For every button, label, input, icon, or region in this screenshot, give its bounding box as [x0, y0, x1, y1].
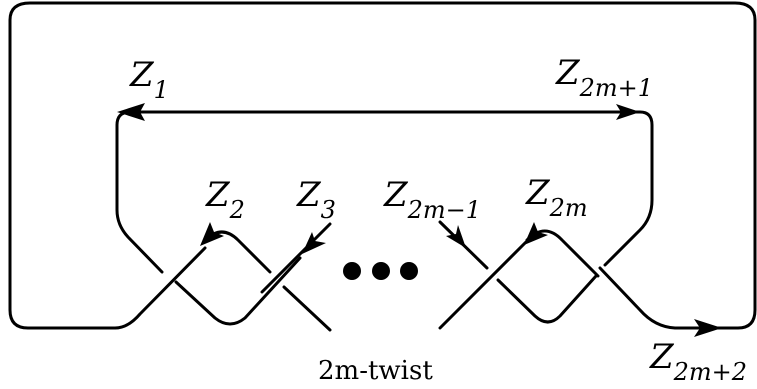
arrow-z1-icon — [117, 103, 145, 121]
arrow-z2m2-icon — [694, 319, 722, 337]
arrow-z2m1-icon — [616, 104, 640, 120]
label-z2m2: Z2m+2 — [650, 337, 748, 386]
strand-left-exit — [282, 285, 332, 332]
strand-z2m2 — [598, 266, 722, 330]
caption-twist: 2m-twist — [318, 356, 433, 386]
strand-right-bottom-loop — [496, 274, 598, 324]
arrow-z2m-icon — [524, 222, 548, 245]
label-z3: Z3 — [297, 175, 336, 224]
label-z2: Z2 — [206, 175, 245, 224]
arrow-z3-icon — [302, 232, 326, 254]
arrow-z2m1neg-icon — [446, 225, 466, 248]
ellipsis-dot-2 — [372, 262, 390, 280]
label-z2m1: Z2m+1 — [556, 53, 654, 102]
ellipsis-dot-3 — [400, 262, 418, 280]
label-z2m: Z2m — [526, 173, 588, 222]
strand-z3 — [260, 222, 332, 294]
strand-right-under-entry — [438, 236, 532, 330]
strand-top-arc — [115, 110, 654, 274]
strand-left-bottom-loop — [174, 256, 302, 326]
ellipsis-dot-1 — [343, 262, 361, 280]
label-z1: Z1 — [130, 55, 169, 104]
outer-loop-strand — [8, 1, 757, 330]
strand-left-under-1 — [113, 246, 207, 330]
arrow-z2-icon — [200, 222, 224, 246]
label-z2m1neg: Z2m−1 — [384, 175, 482, 224]
